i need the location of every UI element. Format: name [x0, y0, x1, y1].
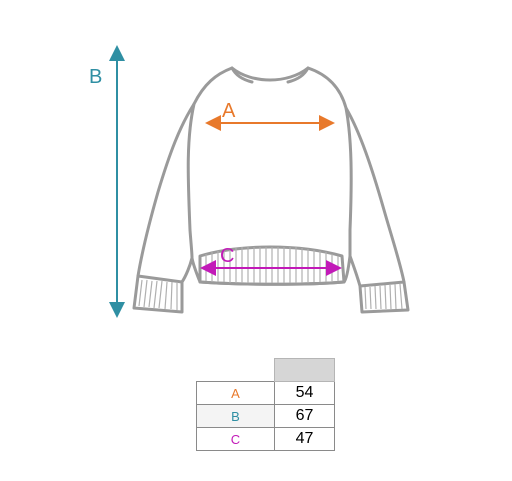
sweater-body-outline [136, 66, 406, 288]
row-key: B [196, 404, 275, 428]
left-cuff [132, 274, 184, 314]
table-row: C 47 [196, 427, 335, 451]
row-value: 47 [274, 427, 335, 451]
row-value: 67 [274, 404, 335, 428]
measure-a-label: A [222, 100, 236, 122]
table-row: B 67 [196, 404, 335, 428]
hem-band [198, 245, 346, 286]
row-value: 54 [274, 381, 335, 405]
left-seam [186, 102, 196, 260]
right-cuff [358, 280, 410, 314]
size-table: A 54 B 67 C 47 [196, 358, 335, 451]
measure-c-label: C [220, 245, 235, 267]
table-row: A 54 [196, 381, 335, 405]
measure-b-label: B [89, 66, 103, 88]
table-header-cell [274, 358, 335, 382]
row-key: C [196, 427, 275, 451]
row-key: A [196, 381, 275, 405]
table-header-row [197, 358, 335, 382]
collar-line [230, 66, 254, 84]
right-seam [344, 106, 353, 258]
